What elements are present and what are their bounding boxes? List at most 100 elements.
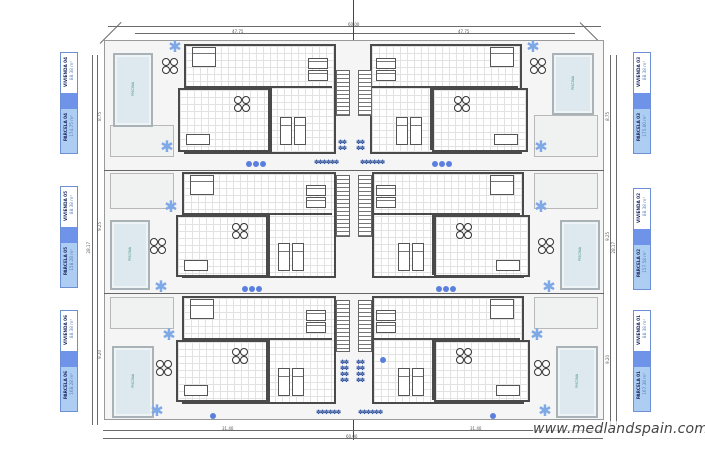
vivienda-name: VIVIENDA 01 <box>636 315 641 345</box>
top-dimension-split-line <box>135 33 575 34</box>
living-room <box>434 215 530 277</box>
hedge-icon: ✽✽✽✽✽✽✽✽ <box>356 359 365 384</box>
single-bed-icon <box>308 70 328 81</box>
interior-wall <box>184 86 332 88</box>
single-bed-icon <box>292 243 304 271</box>
bottom-dimension-total-line <box>103 438 603 439</box>
plant-icon: ✱ <box>160 137 174 156</box>
unit-label-card: VIVIENDA 02 88.38 m² PARCELA 02 157.58 m… <box>633 188 651 290</box>
terrace-area <box>110 297 174 329</box>
interior-wall <box>372 213 520 215</box>
sofa-icon <box>186 134 210 145</box>
plant-icon: ✱ <box>542 277 556 296</box>
single-bed-icon <box>376 197 396 208</box>
hedge-icon: ✽✽✽✽✽✽ <box>358 409 383 416</box>
single-bed-icon <box>412 243 424 271</box>
pool-label: PISCINA <box>575 374 579 388</box>
parcela-name: PARCELA 05 <box>63 247 68 276</box>
parcela-name: PARCELA 01 <box>636 371 641 400</box>
stairs-icon <box>336 300 350 352</box>
single-bed-icon <box>396 117 408 145</box>
outdoor-table-icon <box>162 58 178 74</box>
stairs-icon <box>336 175 350 237</box>
vivienda-name: VIVIENDA 03 <box>636 57 641 87</box>
pool: PISCINA <box>552 53 594 115</box>
stairs-icon <box>358 300 372 352</box>
hedge-icon: ✽✽✽✽✽✽ <box>360 159 385 166</box>
right-dimension-total: 28.17 <box>611 242 616 254</box>
terrace-area <box>534 173 598 209</box>
pool-label: PISCINA <box>131 374 135 388</box>
bottom-dimension-left: 31.40 <box>222 426 234 431</box>
single-bed-icon <box>376 185 396 196</box>
double-bed-icon <box>490 299 514 319</box>
double-bed-icon <box>192 47 216 67</box>
bottom-dimension-right: 31.40 <box>470 426 482 431</box>
living-room <box>176 340 270 402</box>
right-dimension-seg-3: 9.20 <box>605 355 610 364</box>
stairs-icon <box>336 70 350 116</box>
single-bed-icon <box>294 117 306 145</box>
outdoor-table-icon <box>538 238 554 254</box>
parcela-area: 158.28 m² <box>69 249 74 271</box>
parcela-name: PARCELA 03 <box>636 113 641 142</box>
right-dimension-seg-line <box>610 55 611 425</box>
vivienda-area: 88.38 m² <box>642 197 647 217</box>
double-bed-icon <box>190 299 214 319</box>
pool-label: PISCINA <box>131 82 135 96</box>
pool: PISCINA <box>113 53 153 127</box>
single-bed-icon <box>306 185 326 196</box>
interior-wall <box>182 338 332 340</box>
single-bed-icon <box>410 117 422 145</box>
terrace-area <box>110 173 174 209</box>
single-bed-icon <box>376 322 396 333</box>
single-bed-icon <box>306 197 326 208</box>
dining-table-icon <box>234 96 250 112</box>
pool-label: PISCINA <box>571 76 575 90</box>
right-dimension-seg-2: 9.25 <box>605 232 610 241</box>
top-dimension-left: 47.75 <box>232 29 244 34</box>
outdoor-table-icon <box>150 238 166 254</box>
outdoor-light-icons <box>436 277 457 292</box>
plant-icon: ✱ <box>534 137 548 156</box>
single-bed-icon <box>306 310 326 321</box>
interior-wall <box>432 215 434 275</box>
interior-wall <box>370 86 518 88</box>
unit-label-card: VIVIENDA 04 88.38 m² PARCELA 04 174.75 m… <box>60 52 78 154</box>
parcela-name: PARCELA 06 <box>63 371 68 400</box>
pool: PISCINA <box>112 346 154 418</box>
dining-table-icon <box>456 223 472 239</box>
unit-label-card: VIVIENDA 03 88.38 m² PARCELA 03 175.80 m… <box>633 52 651 154</box>
left-dimension-seg-1: 8.75 <box>97 112 102 121</box>
dining-table-icon <box>232 348 248 364</box>
vivienda-area: 88.38 m² <box>69 195 74 215</box>
top-dimension-total-line <box>108 26 601 27</box>
outdoor-light-icons <box>490 404 497 419</box>
outdoor-table-icon <box>156 360 172 376</box>
interior-wall <box>182 213 332 215</box>
sofa-icon <box>496 260 520 271</box>
vivienda-area: 88.38 m² <box>642 61 647 81</box>
parcela-area: 157.58 m² <box>642 251 647 273</box>
terrace-area <box>534 297 598 329</box>
single-bed-icon <box>398 243 410 271</box>
plant-icon: ✱ <box>154 277 168 296</box>
outdoor-light-icons <box>432 152 453 167</box>
plant-icon: ✱ <box>530 325 544 344</box>
bottom-dimension-split-line <box>103 430 603 431</box>
outdoor-light-icons <box>246 152 267 167</box>
top-dimension-right: 47.75 <box>458 29 470 34</box>
right-dimension-total-line <box>616 55 617 425</box>
vivienda-area: 88.38 m² <box>69 319 74 339</box>
hedge-icon: ✽✽✽✽ <box>356 139 365 152</box>
double-bed-icon <box>490 175 514 195</box>
vivienda-name: VIVIENDA 06 <box>63 315 68 345</box>
single-bed-icon <box>278 368 290 396</box>
single-bed-icon <box>278 243 290 271</box>
left-dimension-total-line <box>92 55 93 425</box>
parcela-name: PARCELA 04 <box>63 113 68 142</box>
outdoor-light-icons <box>242 277 263 292</box>
single-bed-icon <box>412 368 424 396</box>
plant-icon: ✱ <box>168 37 182 56</box>
single-bed-icon <box>376 310 396 321</box>
